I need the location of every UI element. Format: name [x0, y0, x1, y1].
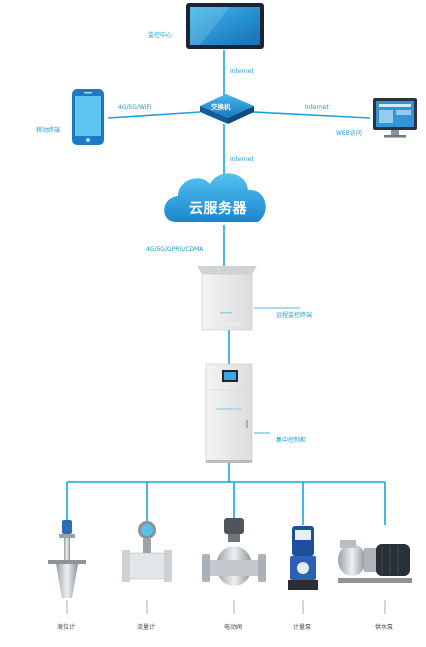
- remote-terminal-label: 远程监控终端: [276, 312, 313, 319]
- connection-lines: [66, 50, 386, 525]
- water-pump-label: 供水泵: [375, 624, 394, 631]
- wireless-link-label: 4G/5G/WiFi: [118, 104, 152, 111]
- switch-icon: [200, 94, 254, 124]
- cloud-server-icon: [164, 173, 266, 222]
- switch-label: 交换机: [211, 103, 231, 111]
- internet-link-label-web: Internet: [305, 104, 329, 111]
- mobile-terminal-label: 移动终端: [36, 127, 61, 134]
- cellular-link-label: 4G/5G/GPRS/CDMA: [146, 246, 204, 253]
- remote-terminal-icon: [197, 266, 257, 331]
- control-cabinet-icon: [205, 363, 253, 463]
- phone-icon: [72, 89, 104, 145]
- cloud-server-label: 云服务器: [189, 201, 247, 217]
- web-computer-icon: [373, 98, 417, 138]
- flow-meter-icon: [122, 521, 172, 582]
- electric-valve-icon: [202, 518, 266, 586]
- monitor-center-label: 监控中心: [148, 32, 173, 39]
- internet-link-label-monitor: Internet: [230, 68, 254, 75]
- electric-valve-label: 电动阀: [224, 624, 243, 631]
- level-meter-icon: [48, 520, 86, 598]
- water-pump-icon: [338, 540, 412, 583]
- link-web-switch: [251, 111, 371, 119]
- web-access-label: WEB访问: [336, 130, 362, 137]
- metering-pump-icon: [288, 526, 318, 590]
- link-phone-switch: [107, 111, 201, 119]
- monitor-icon: [186, 3, 264, 49]
- internet-link-label-cloud: Internet: [230, 156, 254, 163]
- metering-pump-label: 计量泵: [293, 624, 312, 631]
- control-cabinet-label: 集中控制柜: [276, 437, 307, 444]
- level-meter-label: 液位计: [57, 624, 76, 631]
- flow-meter-label: 流量计: [137, 624, 156, 631]
